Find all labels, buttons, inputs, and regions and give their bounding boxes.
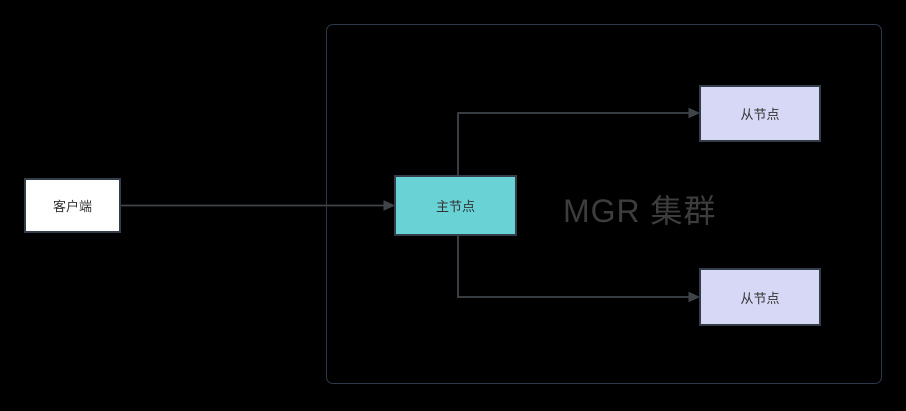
master-node-label: 主节点 <box>435 199 475 214</box>
client-node-label: 客户端 <box>52 199 92 214</box>
client-node: 客户端 <box>24 178 121 233</box>
slave-node-top: 从节点 <box>699 85 821 142</box>
master-node: 主节点 <box>394 175 517 236</box>
slave-node-bottom-label: 从节点 <box>740 290 780 306</box>
slave-node-top-label: 从节点 <box>740 107 780 122</box>
mgr-cluster-container <box>326 24 882 384</box>
mgr-cluster-label: MGR 集群 <box>563 193 717 229</box>
slave-node-bottom: 从节点 <box>699 268 821 326</box>
